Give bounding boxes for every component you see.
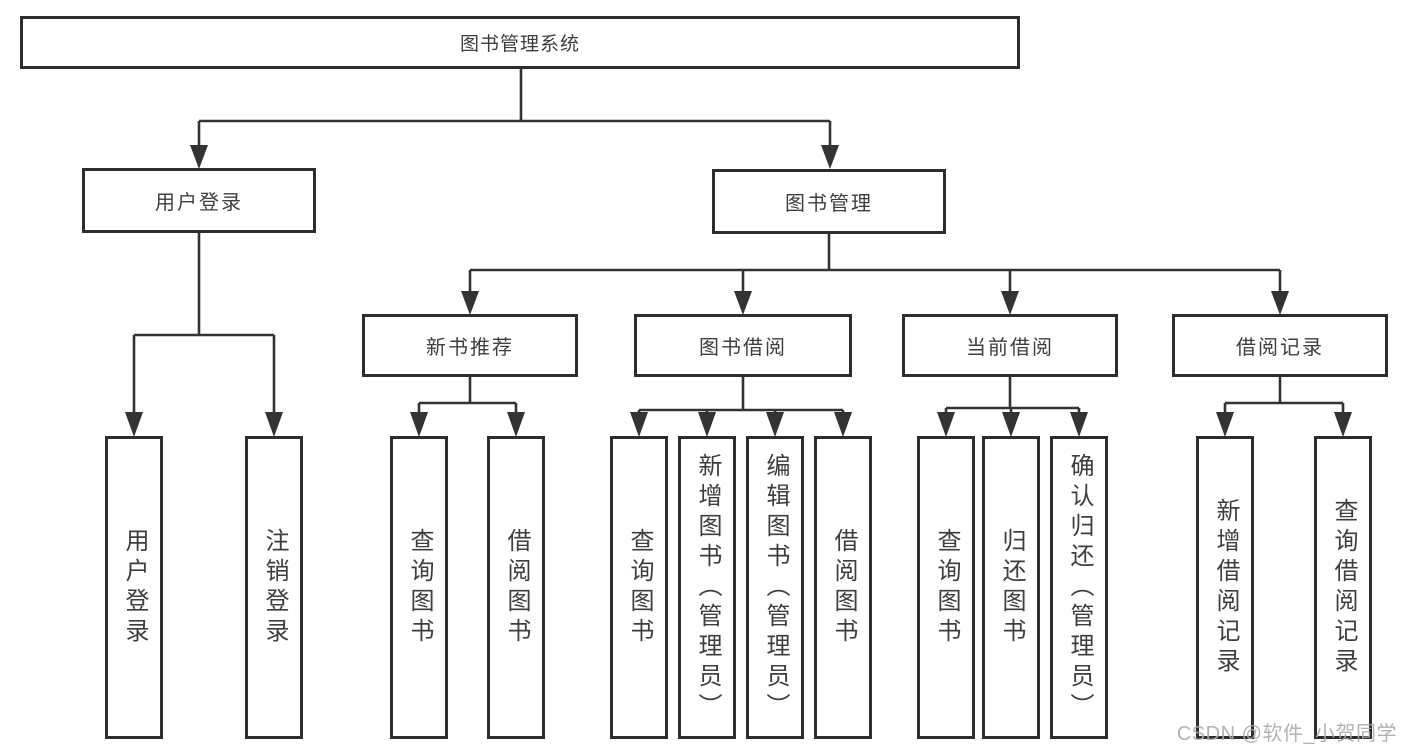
leaf-add-borrow-record: 新增借阅记录 xyxy=(1196,436,1254,739)
leaf-query-books-borrow: 查询图书 xyxy=(610,436,668,739)
connector-borrow-records-to-leaves xyxy=(1216,377,1352,437)
connector-book-management-to-level3 xyxy=(461,234,1289,315)
node-current-borrow: 当前借阅 xyxy=(902,314,1118,377)
connector-book-borrow-to-leaves xyxy=(630,377,852,437)
node-borrow-records: 借阅记录 xyxy=(1172,314,1388,377)
leaf-query-borrow-record: 查询借阅记录 xyxy=(1314,436,1372,739)
connector-root-to-level2 xyxy=(190,69,839,169)
node-book-borrow: 图书借阅 xyxy=(634,314,852,377)
leaf-add-book-admin: 新增图书（管理员） xyxy=(678,436,736,739)
leaf-query-books-current: 查询图书 xyxy=(917,436,975,739)
leaf-confirm-return-admin: 确认归还（管理员） xyxy=(1050,436,1108,739)
leaf-logout: 注销登录 xyxy=(245,436,303,739)
csdn-watermark: CSDN @软件_小贺同学 xyxy=(1176,723,1397,745)
leaf-user-login: 用户登录 xyxy=(105,436,163,739)
node-new-book-recommend: 新书推荐 xyxy=(362,314,578,377)
leaf-return-book: 归还图书 xyxy=(982,436,1040,739)
node-book-management: 图书管理 xyxy=(712,169,946,234)
leaf-query-books-recommend: 查询图书 xyxy=(390,436,448,739)
leaf-edit-book-admin: 编辑图书（管理员） xyxy=(746,436,804,739)
leaf-borrow-books-recommend: 借阅图书 xyxy=(487,436,545,739)
leaf-borrow-books: 借阅图书 xyxy=(814,436,872,739)
connector-current-borrow-to-leaves xyxy=(937,377,1088,437)
connector-user-login-to-leaves xyxy=(125,233,283,437)
node-user-login: 用户登录 xyxy=(82,168,316,233)
node-root-system: 图书管理系统 xyxy=(20,16,1020,69)
connector-new-book-recommend-to-leaves xyxy=(410,377,525,437)
